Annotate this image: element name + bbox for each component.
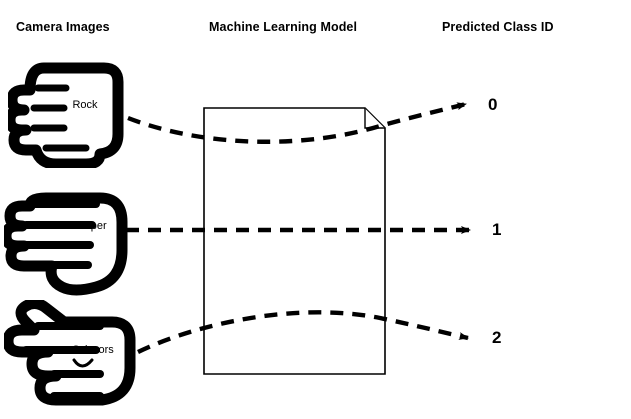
class-id-1: 1 <box>492 220 502 239</box>
connector-rock-to-class-0 <box>127 101 467 144</box>
gesture-label-scissors: Scissors <box>72 344 114 356</box>
column-header-predicted-class-id: Predicted Class ID <box>442 20 554 34</box>
column-header-camera-images: Camera Images <box>16 20 110 34</box>
connector-scissors-to-class-2 <box>137 310 469 354</box>
class-id-2: 2 <box>492 328 502 347</box>
column-header-machine-learning-model: Machine Learning Model <box>209 20 358 34</box>
machine-learning-model-box <box>203 107 386 375</box>
class-id-0: 0 <box>488 95 498 114</box>
victory-hand-icon <box>4 300 138 406</box>
gesture-label-rock: Rock <box>72 99 98 111</box>
open-hand-icon <box>4 188 134 296</box>
fist-hand-icon <box>8 56 128 168</box>
gesture-label-paper: Paper <box>77 220 107 232</box>
